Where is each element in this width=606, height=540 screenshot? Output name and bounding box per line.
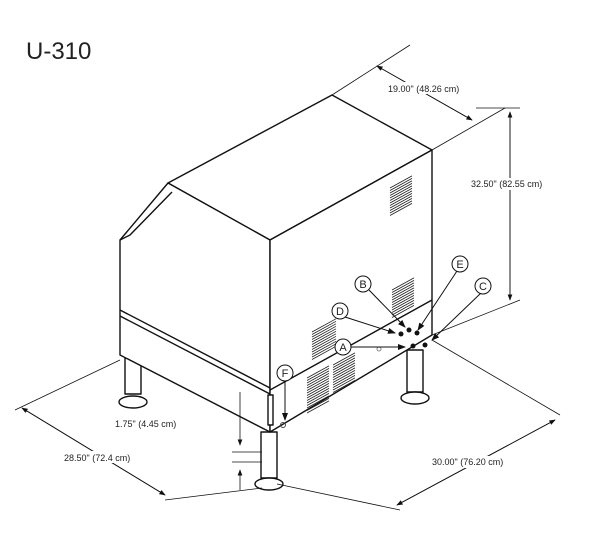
vent-line: [306, 380, 330, 394]
vent-line: [306, 383, 330, 396]
vent-line: [391, 295, 415, 308]
vent-line: [391, 287, 415, 301]
vent-line: [306, 388, 330, 401]
vent-line: [311, 343, 337, 358]
callout-f: F: [282, 368, 289, 380]
vents: [306, 175, 415, 414]
vent-line: [311, 320, 337, 335]
vent-line: [311, 330, 337, 345]
vent-line: [389, 188, 413, 201]
vent-line: [332, 360, 356, 373]
vent-line: [389, 180, 413, 194]
callout-a: A: [339, 342, 347, 354]
vent-line: [311, 333, 337, 348]
vent-line: [332, 365, 356, 378]
vent-line: [389, 198, 413, 211]
vent-line: [332, 380, 356, 393]
vent-line: [391, 300, 415, 313]
connection-holes: [280, 327, 428, 428]
dim-depth: 30.00" (76.20 cm): [432, 457, 503, 467]
vent-line: [332, 367, 356, 381]
vent-line: [306, 375, 330, 389]
vent-line: [306, 385, 330, 399]
vent-line: [389, 200, 413, 214]
vent-line: [332, 370, 356, 383]
vent-line: [391, 282, 415, 296]
vent-line: [311, 340, 337, 355]
callout-b: B: [359, 279, 366, 291]
vent-line: [389, 175, 413, 189]
vent-line: [332, 352, 356, 366]
callout-d: D: [336, 306, 344, 318]
vent-line: [389, 185, 413, 199]
dim-leg-clearance: 1.75" (4.45 cm): [115, 419, 176, 429]
callout-c: C: [479, 281, 487, 293]
vent-line: [311, 345, 337, 360]
dim-height: 32.50" (82.55 cm): [471, 179, 542, 189]
vent-line: [389, 203, 413, 216]
vent-line: [389, 178, 413, 191]
vent-line: [391, 305, 415, 318]
vent-line: [391, 280, 415, 293]
vent-line: [311, 328, 337, 343]
vent-line: [332, 355, 356, 368]
vent-line: [391, 285, 415, 298]
vent-line: [391, 292, 415, 306]
vent-line: [306, 390, 330, 404]
vent-line: [306, 400, 330, 414]
vent-line: [332, 372, 356, 386]
vent-line: [306, 365, 330, 379]
vent-line: [311, 338, 337, 353]
vent-line: [332, 362, 356, 376]
vent-line: [306, 393, 330, 406]
vent-line: [332, 377, 356, 391]
vent-line: [389, 190, 413, 204]
vent-line: [311, 325, 337, 340]
vent-line: [306, 398, 330, 411]
callout-e: E: [456, 259, 463, 271]
vent-line: [391, 277, 415, 291]
model-title: U-310: [26, 38, 92, 65]
vent-line: [332, 375, 356, 388]
vent-line: [332, 357, 356, 371]
vent-line: [391, 302, 415, 316]
dim-width: 28.50" (72.4 cm): [64, 453, 130, 463]
vent-line: [306, 368, 330, 381]
vent-line: [389, 193, 413, 206]
leg-front: [254, 431, 284, 491]
vent-line: [391, 290, 415, 303]
vent-line: [389, 195, 413, 209]
vent-line: [311, 318, 337, 333]
vent-line: [311, 323, 337, 338]
dim-top-depth: 19.00" (48.26 cm): [388, 84, 459, 94]
vent-line: [306, 370, 330, 384]
vent-line: [311, 335, 337, 350]
vent-line: [391, 297, 415, 311]
leg-back: [400, 349, 430, 405]
vent-line: [306, 373, 330, 386]
vent-line: [306, 395, 330, 409]
vent-line: [389, 183, 413, 196]
vent-line: [306, 378, 330, 391]
